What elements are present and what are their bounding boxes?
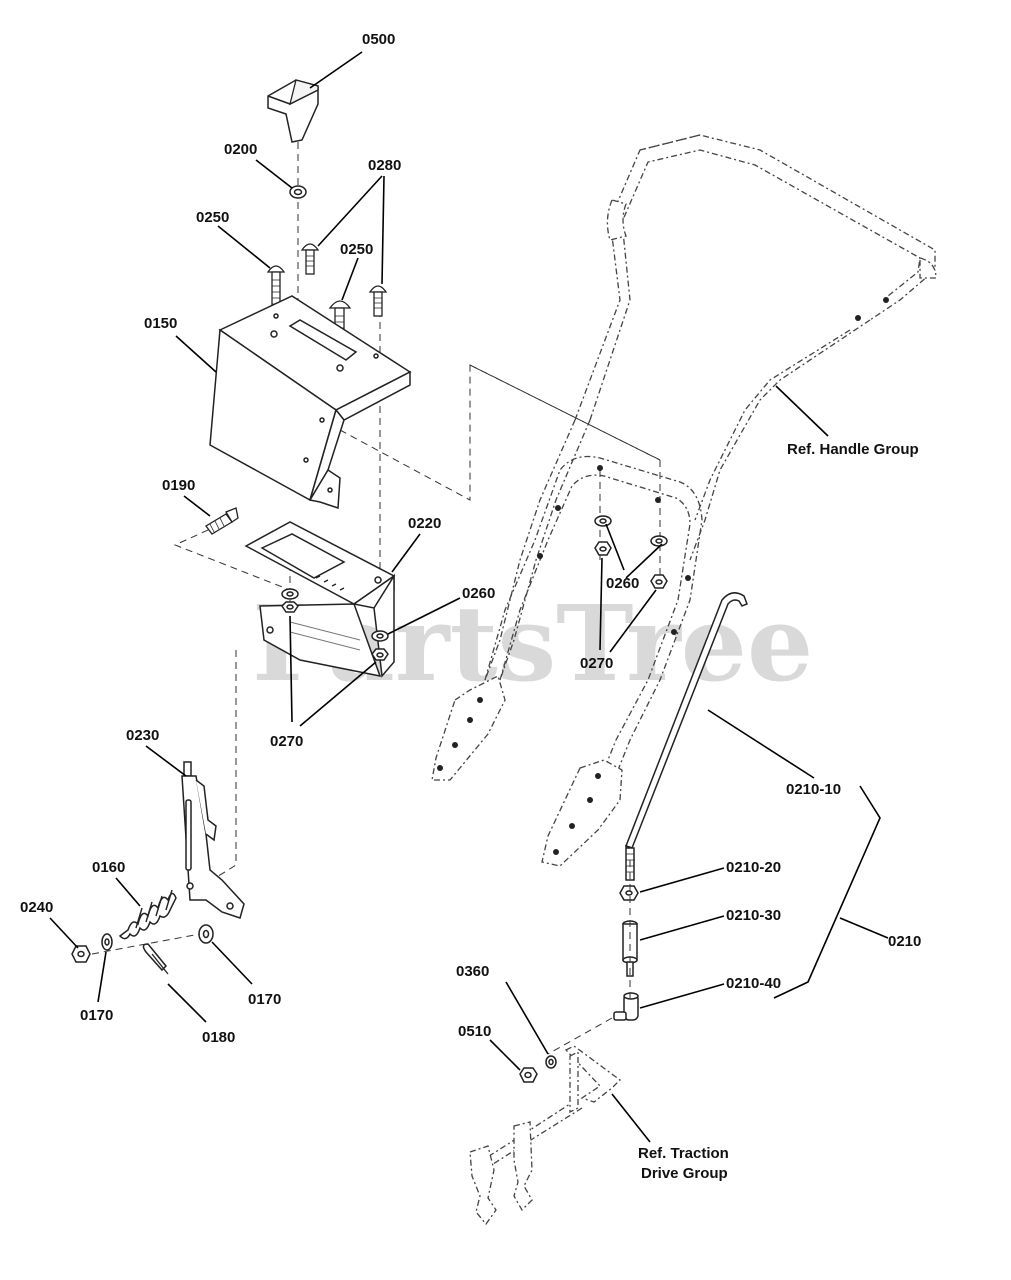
callout-0220: 0220 (408, 515, 441, 532)
bolt-0190 (205, 507, 239, 535)
leader-0270b1 (599, 557, 603, 651)
leader-0200 (255, 159, 293, 189)
assembly-line (91, 933, 201, 955)
callout-0500: 0500 (362, 31, 395, 48)
callout-0210-40: 0210-40 (726, 975, 781, 992)
callout-0280: 0280 (368, 157, 401, 174)
swivel-0210-40 (613, 992, 639, 1021)
ref-handle-group: Ref. Handle Group (787, 441, 919, 458)
callout-0360: 0360 (456, 963, 489, 980)
knob-0500 (267, 79, 319, 143)
washer-0170-right (198, 924, 214, 944)
assembly-line (547, 1017, 613, 1055)
callout-0170: 0170 (80, 1007, 113, 1024)
control-cover-0150 (209, 295, 412, 510)
callout-0230: 0230 (126, 727, 159, 744)
nut-0210-20 (619, 885, 639, 901)
assembly-line (173, 519, 291, 591)
leader-0210-40 (639, 983, 725, 1009)
leader-handle-group (775, 385, 829, 437)
callout-0270: 0270 (580, 655, 613, 672)
nut-0270-left-b (371, 648, 389, 661)
leader-0210-10 (707, 709, 815, 779)
ref-traction-line1: Ref. Traction (638, 1145, 729, 1162)
washer-0360 (545, 1055, 557, 1069)
bolt-0280-left (300, 243, 320, 275)
cotter-pin-0180 (142, 943, 169, 975)
leader-lines (49, 51, 889, 1143)
ref-traction-line2: Drive Group (641, 1165, 728, 1182)
leader-0510 (489, 1039, 521, 1071)
callout-0250: 0250 (340, 241, 373, 258)
leader-0230 (145, 745, 187, 777)
bracket-0210 (773, 785, 881, 999)
callout-0210-20: 0210-20 (726, 859, 781, 876)
leader-0270a1 (289, 615, 293, 723)
callout-0200: 0200 (224, 141, 257, 158)
leader-0190 (183, 495, 211, 517)
handle-group-reference (431, 134, 937, 867)
callout-0260: 0260 (462, 585, 495, 602)
control-box-assembly (71, 79, 661, 975)
leader-0170b (211, 941, 253, 985)
traction-drive-reference (469, 1045, 621, 1226)
nut-0270-left-a (281, 601, 299, 613)
leader-0270b2 (609, 589, 657, 653)
callout-labels: 0500 0200 0280 0250 0250 0150 0190 0220 … (20, 31, 921, 1182)
callout-0210-30: 0210-30 (726, 907, 781, 924)
assembly-line (211, 650, 237, 881)
callout-0510: 0510 (458, 1023, 491, 1040)
leader-0250a (217, 225, 271, 269)
assembly-line (339, 364, 661, 501)
leader-0360 (505, 981, 549, 1055)
leader-0150 (175, 335, 217, 373)
callout-0240: 0240 (20, 899, 53, 916)
leader-traction (611, 1093, 651, 1143)
leader-0250b (341, 257, 359, 301)
leader-0270a2 (299, 661, 377, 727)
callout-0210: 0210 (888, 933, 921, 950)
leader-0260b1 (625, 543, 663, 579)
nut-0270-right-a (594, 541, 612, 556)
leader-0260b2 (605, 523, 625, 571)
callout-0160: 0160 (92, 859, 125, 876)
leader-0240 (49, 917, 79, 949)
leader-0280b (381, 175, 385, 285)
callout-0270: 0270 (270, 733, 303, 750)
callout-0250: 0250 (196, 209, 229, 226)
leader-0160 (115, 877, 141, 907)
bolt-0280-right (368, 285, 388, 317)
leader-0210-20 (639, 867, 725, 893)
leader-0280a (317, 175, 383, 247)
callout-0170: 0170 (248, 991, 281, 1008)
leader-0180 (167, 983, 207, 1023)
washer-0260-left-b (371, 630, 389, 642)
leader-0220 (391, 533, 421, 573)
spring-0160 (118, 889, 177, 940)
leader-0210 (839, 917, 889, 939)
washer-0170-left (101, 933, 113, 951)
leader-0170a (97, 951, 107, 1003)
washer-0260-left-a (281, 588, 299, 600)
nut-0240 (71, 945, 91, 963)
shift-lever-0230 (181, 761, 245, 919)
callout-0260: 0260 (606, 575, 639, 592)
callout-0210-10: 0210-10 (786, 781, 841, 798)
leader-0210-30 (639, 915, 725, 941)
callout-0180: 0180 (202, 1029, 235, 1046)
leader-0260a (387, 597, 461, 635)
nut-0200 (289, 185, 307, 199)
leader-0500 (309, 51, 363, 89)
callout-0150: 0150 (144, 315, 177, 332)
nut-0510 (519, 1067, 538, 1083)
nut-0270-right-b (650, 574, 668, 589)
washer-0260-right-a (594, 515, 612, 527)
callout-0190: 0190 (162, 477, 195, 494)
washer-0260-right-b (650, 535, 668, 547)
